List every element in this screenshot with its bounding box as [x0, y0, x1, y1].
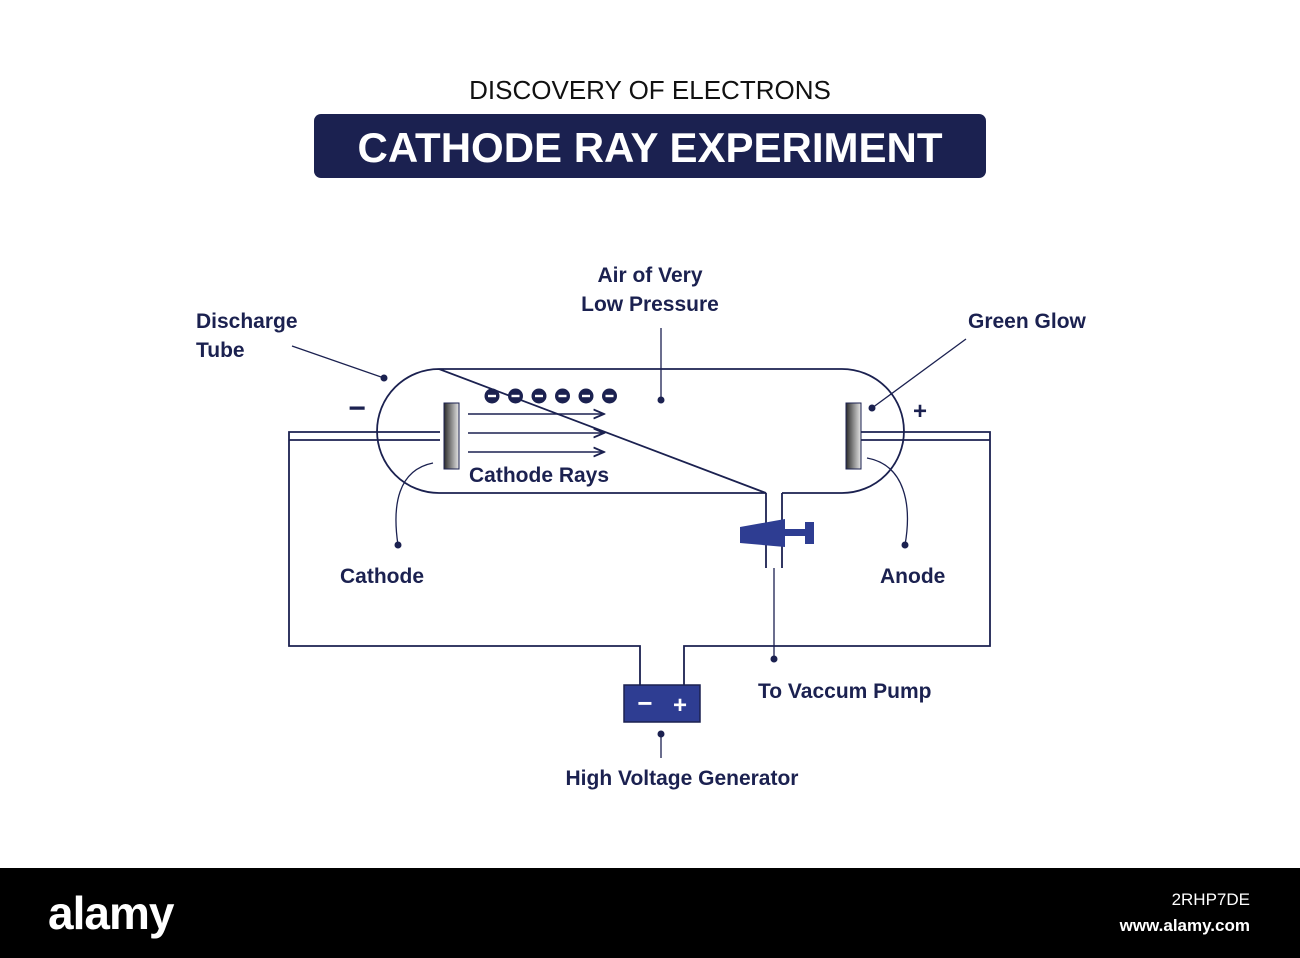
cathode-minus-sign: −	[348, 392, 366, 425]
cathode-ray-arrows	[468, 414, 604, 452]
air-pressure-label-line1: Air of Very	[597, 264, 702, 287]
electron-minus	[582, 394, 590, 398]
electron-row	[484, 388, 617, 404]
battery-plus-sign: +	[673, 692, 687, 719]
title-banner	[314, 114, 986, 178]
green-glow-leader	[871, 338, 967, 409]
anode-label: Anode	[880, 565, 945, 588]
image-id: 2RHP7DE	[1171, 890, 1250, 909]
cathode-leader	[395, 462, 434, 546]
generator-label: High Voltage Generator	[566, 767, 799, 790]
discharge-tube-label-line1: Discharge	[196, 310, 298, 333]
stopcock-valve-icon	[740, 519, 814, 547]
electron-minus	[535, 394, 543, 398]
cathode-electrode	[443, 402, 460, 470]
discharge-tube	[376, 368, 905, 494]
electron-minus	[605, 394, 614, 398]
watermark-footer: alamy 2RHP7DE www.alamy.com	[0, 868, 1300, 958]
discharge-tube-label-line2: Tube	[196, 339, 245, 362]
left-wire	[288, 431, 641, 685]
circuit-wires	[288, 431, 991, 685]
leader-lines	[291, 328, 967, 758]
electron-minus	[488, 394, 496, 398]
green-glow-label: Green Glow	[968, 310, 1087, 333]
anode-leader	[866, 457, 908, 546]
discharge-tube-leader	[291, 345, 385, 379]
electron-minus	[558, 394, 567, 398]
right-wire	[683, 431, 991, 685]
anode-plus-sign: +	[913, 398, 927, 425]
alamy-logo: alamy	[48, 887, 174, 939]
diagram-subtitle: DISCOVERY OF ELECTRONS	[469, 75, 831, 105]
battery-minus-sign: −	[637, 688, 652, 718]
site-url: www.alamy.com	[1119, 916, 1250, 935]
cathode-rays-label: Cathode Rays	[469, 464, 609, 487]
diagram-title: CATHODE RAY EXPERIMENT	[358, 124, 943, 171]
air-pressure-label-line2: Low Pressure	[581, 293, 719, 316]
vacuum-pump-label: To Vaccum Pump	[758, 680, 932, 703]
cathode-label: Cathode	[340, 565, 424, 588]
anode-electrode	[845, 402, 862, 470]
battery-icon: − +	[623, 684, 701, 723]
leader-dots	[380, 374, 909, 738]
electron-minus	[511, 394, 520, 398]
